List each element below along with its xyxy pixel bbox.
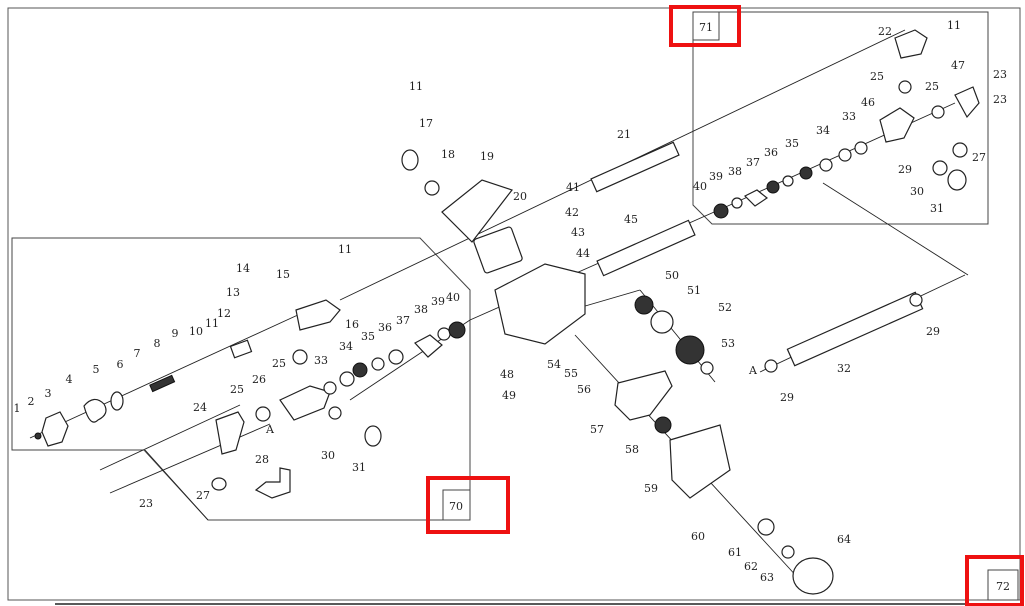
part-number-label: 29: [926, 325, 940, 338]
part-number-label: 35: [361, 330, 375, 343]
outer-frame: [7, 7, 1021, 601]
part-number-label: 25: [272, 357, 286, 370]
part-number-label: 43: [571, 226, 585, 239]
part-number-label: 42: [565, 206, 579, 219]
part-number-label: 35: [785, 137, 799, 150]
part-number-label: 29: [898, 163, 912, 176]
part-number-label: 62: [744, 560, 758, 573]
part-number-label: 23: [993, 68, 1007, 81]
part-number-label: 40: [446, 291, 460, 304]
part-number-label: 53: [721, 337, 735, 350]
part-number-label: 57: [590, 423, 604, 436]
group-71-outline: [692, 11, 989, 225]
part-number-label: 64: [837, 533, 851, 546]
group-71-label: 71: [699, 21, 713, 34]
group-72-label: 72: [996, 580, 1010, 593]
part-number-label: 58: [625, 443, 639, 456]
part-number-label: 7: [134, 347, 141, 360]
part-number-label: 52: [718, 301, 732, 314]
part-number-label: 13: [226, 286, 240, 299]
part-number-label: 38: [414, 303, 428, 316]
part-number-label: 8: [154, 337, 161, 350]
part-number-label: 41: [566, 181, 580, 194]
part-number-label: 22: [878, 25, 892, 38]
group-70-label: 70: [449, 500, 463, 513]
part-number-label: 11: [947, 19, 961, 32]
part-number-label: 19: [480, 150, 494, 163]
part-number-label: 33: [842, 110, 856, 123]
part-number-label: 37: [746, 156, 760, 169]
part-number-label: 16: [345, 318, 359, 331]
part-number-label: 20: [513, 190, 527, 203]
part-number-label: 47: [951, 59, 965, 72]
part-number-label: 4: [66, 373, 73, 386]
part-number-label: 11: [205, 317, 219, 330]
group-70-marker[interactable]: 70: [426, 476, 510, 534]
part-number-label: 40: [693, 180, 707, 193]
group-71-marker[interactable]: 71: [669, 5, 741, 47]
part-number-label: 38: [728, 165, 742, 178]
part-number-label: 31: [352, 461, 366, 474]
part-number-label: 44: [576, 247, 590, 260]
part-number-label: 56: [577, 383, 591, 396]
part-number-label: 5: [93, 363, 100, 376]
part-number-label: 3: [45, 387, 52, 400]
part-number-label: 27: [196, 489, 210, 502]
part-number-label: 23: [993, 93, 1007, 106]
part-number-label: 36: [764, 146, 778, 159]
part-number-label: 33: [314, 354, 328, 367]
part-number-label: 39: [709, 170, 723, 183]
part-number-label: 32: [837, 362, 851, 375]
part-number-label: A: [748, 364, 758, 377]
part-number-label: 11: [409, 80, 423, 93]
part-number-label: 49: [502, 389, 516, 402]
part-number-label: 10: [189, 325, 203, 338]
parts: [34, 29, 980, 595]
part-number-label: A: [265, 423, 275, 436]
part-number-label: 61: [728, 546, 742, 559]
part-number-label: 37: [396, 314, 410, 327]
part-number-label: 50: [665, 269, 679, 282]
part-number-label: 55: [564, 367, 578, 380]
part-number-label: 30: [910, 185, 924, 198]
part-number-label: 25: [230, 383, 244, 396]
part-number-label: 21: [617, 128, 631, 141]
part-number-label: 27: [972, 151, 986, 164]
part-number-label: 6: [117, 358, 124, 371]
part-number-label: 24: [193, 401, 207, 414]
part-number-label: 63: [760, 571, 774, 584]
part-number-label: 18: [441, 148, 455, 161]
part-number-label: 60: [691, 530, 705, 543]
part-number-label: 14: [236, 262, 250, 275]
group-70-outline: [11, 237, 471, 521]
part-number-label: 30: [321, 449, 335, 462]
part-number-label: 17: [419, 117, 433, 130]
part-number-label: 29: [780, 391, 794, 404]
part-number-label: 23: [139, 497, 153, 510]
part-number-label: 36: [378, 321, 392, 334]
part-number-label: 45: [624, 213, 638, 226]
part-number-label: 25: [925, 80, 939, 93]
part-number-label: 34: [816, 124, 830, 137]
part-number-label: 46: [861, 96, 875, 109]
part-number-label: 15: [276, 268, 290, 281]
part-number-label: 25: [870, 70, 884, 83]
part-number-label: 1: [14, 402, 21, 415]
part-number-label: 31: [930, 202, 944, 215]
part-number-label: 26: [252, 373, 266, 386]
part-number-label: 11: [338, 243, 352, 256]
part-number-label: 39: [431, 295, 445, 308]
part-number-label: 12: [217, 307, 231, 320]
part-number-label: 48: [500, 368, 514, 381]
part-number-label: 59: [644, 482, 658, 495]
part-number-label: 54: [547, 358, 561, 371]
part-number-label: 51: [687, 284, 701, 297]
part-number-label: 34: [339, 340, 353, 353]
part-number-label: 2: [28, 395, 35, 408]
part-number-label: 28: [255, 453, 269, 466]
part-number-label: 9: [172, 327, 179, 340]
group-72-marker[interactable]: 72: [965, 555, 1024, 606]
